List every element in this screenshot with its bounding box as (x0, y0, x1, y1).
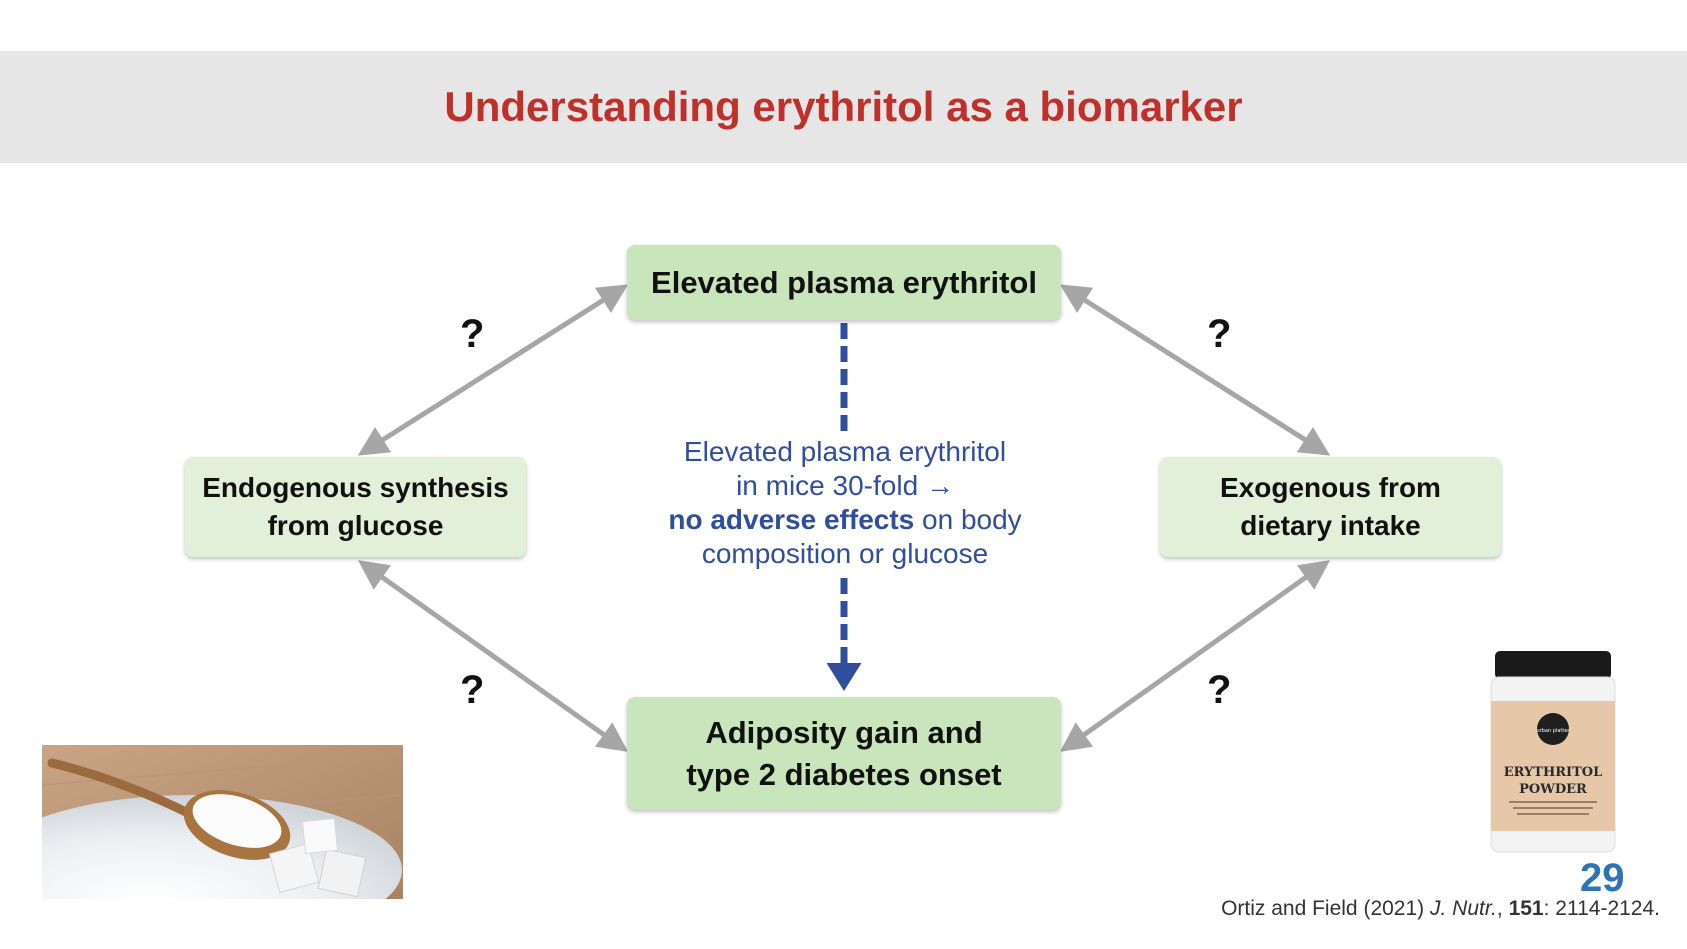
question-mark-bottom-left: ? (460, 668, 485, 712)
note-bold-text: no adverse effects (668, 504, 915, 535)
node-right-line1: Exogenous from (1220, 472, 1441, 503)
node-bottom-line2: type 2 diabetes onset (686, 756, 1002, 792)
page-number: 29 (1580, 856, 1625, 900)
node-elevated-plasma-erythritol: Elevated plasma erythritol (627, 245, 1061, 320)
note-line1: Elevated plasma erythritol (683, 436, 1007, 467)
node-bottom-line1: Adiposity gain and (705, 714, 983, 750)
center-note: Elevated plasma erythritol in mice 30-fo… (630, 435, 1060, 571)
arrow-left-to-top (357, 284, 629, 456)
node-adiposity-diabetes: Adiposity gain and type 2 diabetes onset (627, 697, 1061, 810)
note-line4: composition or glucose (701, 538, 989, 569)
sugar-spoon-photo (42, 745, 403, 899)
node-exogenous-intake: Exogenous from dietary intake (1160, 457, 1501, 557)
arrow-right-to-top (1059, 284, 1331, 456)
brand-name: urban platter (1537, 728, 1571, 734)
jar-label-line2: POWDER (1519, 782, 1587, 797)
citation-volume: 151 (1508, 897, 1544, 920)
arrow-right-icon: → (925, 470, 954, 501)
node-endogenous-synthesis: Endogenous synthesis from glucose (185, 457, 526, 557)
question-mark-top-right: ? (1207, 312, 1232, 356)
note-line2: in mice 30-fold (736, 470, 919, 501)
citation: Ortiz and Field (2021) J. Nutr., 151: 21… (1221, 897, 1660, 921)
note-line3-rest: on body (914, 504, 1022, 535)
question-mark-top-left: ? (460, 312, 485, 356)
erythritol-jar-photo: urban platter ERYTHRITOL POWDER (1490, 651, 1616, 853)
title-bar: Understanding erythritol as a biomarker (0, 51, 1687, 163)
arrow-left-to-bottom (357, 560, 629, 752)
node-left-line1: Endogenous synthesis (202, 472, 509, 503)
brand-logo-icon (1537, 713, 1569, 745)
citation-journal: J. Nutr. (1430, 897, 1497, 920)
node-right-line2: dietary intake (1240, 510, 1421, 541)
node-top-label: Elevated plasma erythritol (651, 264, 1037, 300)
citation-pages: : 2114-2124. (1543, 897, 1660, 920)
citation-authors: Ortiz and Field (2021) (1221, 897, 1430, 920)
jar-label-line1: ERYTHRITOL (1504, 765, 1603, 780)
citation-sep: , (1496, 897, 1509, 920)
question-mark-bottom-right: ? (1207, 668, 1232, 712)
slide-title: Understanding erythritol as a biomarker (444, 83, 1243, 130)
arrow-right-to-bottom (1059, 560, 1331, 752)
node-left-line2: from glucose (267, 510, 444, 541)
